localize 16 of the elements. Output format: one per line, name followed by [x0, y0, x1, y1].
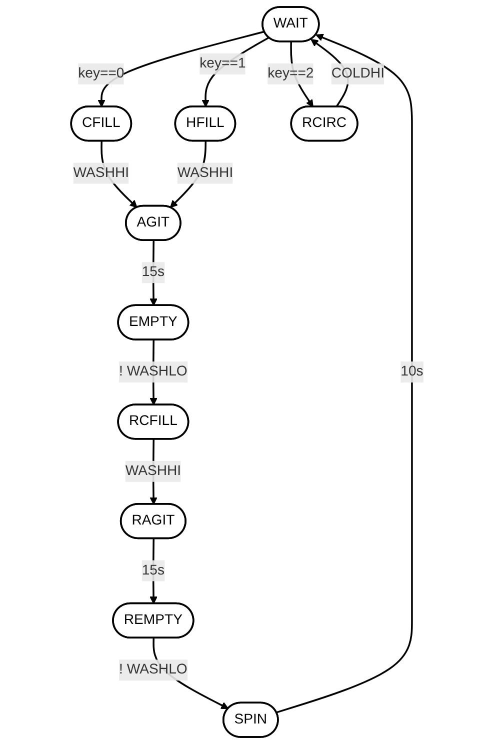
edge-label: 15s	[142, 264, 165, 280]
edge-label: key==0	[78, 66, 125, 81]
arrow	[98, 30, 265, 108]
edge-label: WASHHI	[74, 165, 130, 180]
arrow	[150, 240, 158, 306]
arrow	[276, 34, 414, 714]
edge-label: 10s	[400, 364, 424, 380]
edge-label: WASHHI	[178, 165, 234, 180]
edge-label: ! WASHLO	[119, 364, 188, 380]
edge-label: ! WASHLO	[119, 662, 188, 678]
edge-label: 15s	[142, 562, 165, 578]
edge-label: WASHHI	[126, 463, 182, 478]
edge-label: key==2	[268, 66, 314, 81]
edge-label: COLDHI	[332, 66, 385, 81]
arrow	[150, 538, 158, 604]
edge-label: key==1	[200, 56, 246, 71]
